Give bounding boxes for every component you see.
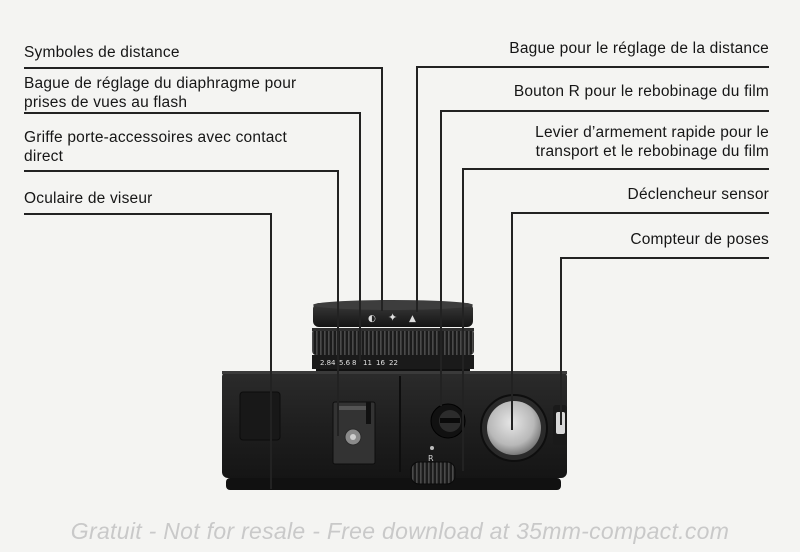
label-levier-armement: Levier d’armement rapide pour le transpo… — [535, 124, 769, 160]
leader-diaphragme-v — [359, 112, 361, 362]
leader-declencheur-h — [511, 212, 769, 214]
leader-bouton-r-v — [440, 110, 442, 406]
svg-text:8: 8 — [352, 359, 356, 367]
leader-declencheur-v — [511, 212, 513, 430]
aperture-ring[interactable] — [312, 329, 474, 355]
shutter-release-button[interactable] — [487, 401, 541, 455]
leader-compteur-h — [560, 257, 769, 259]
label-bague-diaphragme: Bague de réglage du diaphragme pour pris… — [24, 75, 297, 111]
camera-body: R — [222, 371, 567, 490]
svg-text:4: 4 — [331, 359, 336, 367]
leader-oculaire-h — [24, 213, 272, 215]
rewind-mark: R — [428, 454, 434, 463]
leader-symboles-h — [24, 67, 383, 69]
svg-text:22: 22 — [389, 359, 398, 367]
leader-bouton-r-h — [440, 110, 769, 112]
viewfinder-eyepiece — [239, 391, 281, 441]
rapid-advance-lever[interactable] — [410, 461, 456, 485]
label-declencheur: Déclencheur sensor — [627, 186, 769, 203]
label-symboles-distance: Symboles de distance — [24, 44, 180, 61]
watermark: Gratuit - Not for resale - Free download… — [70, 518, 730, 544]
leader-symboles-v — [381, 67, 383, 311]
label-compteur-poses: Compteur de poses — [630, 231, 769, 248]
leader-griffe-h — [24, 170, 339, 172]
svg-text:2.8: 2.8 — [320, 359, 331, 367]
leader-bague-distance-v — [416, 66, 418, 312]
leader-compteur-v — [560, 257, 562, 425]
leader-griffe-v — [337, 170, 339, 436]
label-oculaire-viseur: Oculaire de viseur — [24, 190, 153, 207]
svg-text:5.6: 5.6 — [339, 359, 351, 367]
leader-diaphragme-h — [24, 112, 361, 114]
svg-text:11: 11 — [363, 359, 372, 367]
svg-text:16: 16 — [376, 359, 385, 367]
label-griffe-porte-accessoires: Griffe porte-accessoires avec contact di… — [24, 129, 287, 165]
distance-symbol-portrait: ◐ — [368, 314, 376, 324]
distance-symbol-group: ✦ — [388, 311, 397, 324]
aperture-scale: 2.8 4 5.6 8 11 16 22 — [320, 359, 398, 367]
label-bouton-r: Bouton R pour le rebobinage du film — [513, 83, 769, 100]
leader-levier-v — [462, 168, 464, 471]
leader-oculaire-v — [270, 213, 272, 489]
label-bague-distance: Bague pour le réglage de la distance — [509, 40, 769, 57]
distance-symbol-mountain: ▲ — [409, 314, 416, 324]
leader-bague-distance-h — [416, 66, 769, 68]
leader-levier-h — [462, 168, 769, 170]
rewind-dot — [430, 446, 434, 450]
